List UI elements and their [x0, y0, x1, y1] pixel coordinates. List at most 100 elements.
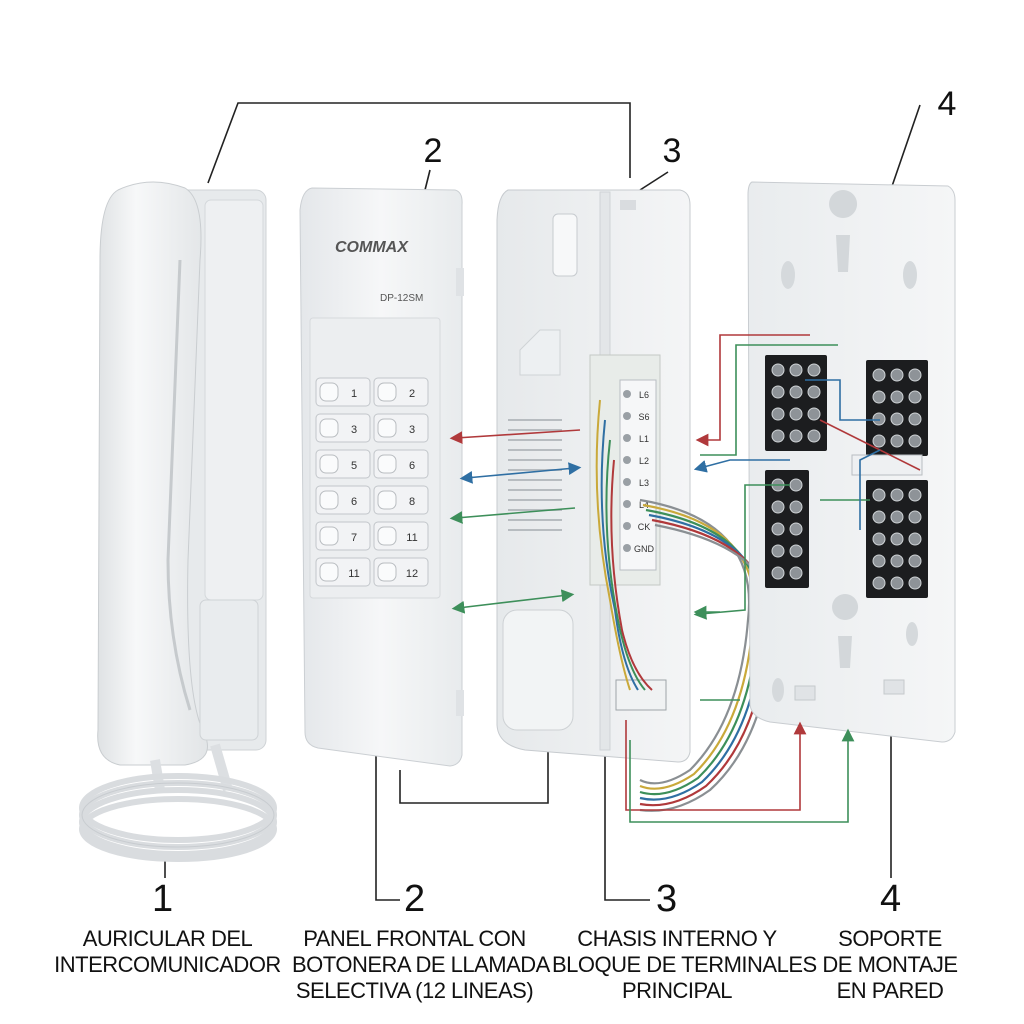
- chassis-hook-slot: [552, 213, 578, 277]
- call-key-label: 2: [409, 388, 415, 400]
- part-number-3: 3: [656, 878, 678, 920]
- call-key-label: 11: [406, 532, 417, 544]
- mount-tab: [883, 679, 905, 695]
- caption-wall-mount: SOPORTE DE MONTAJE EN PARED: [815, 926, 965, 1004]
- chassis-lower-recess: [502, 609, 574, 731]
- call-key-1[interactable]: 1: [315, 377, 371, 407]
- wall-mount: [747, 181, 956, 743]
- terminal-label: L1: [639, 434, 649, 444]
- callout-number-chassis: 3: [663, 132, 682, 170]
- caption-line: BOTONERA DE LLAMADA: [292, 952, 550, 977]
- caption-handset: AURICULAR DEL INTERCOMUNICADOR: [50, 926, 285, 978]
- call-key-5[interactable]: 5: [315, 449, 371, 479]
- call-key-6[interactable]: 6: [315, 485, 371, 515]
- terminal-label: L3: [639, 478, 649, 488]
- terminal-screw: [623, 544, 631, 552]
- panel-side-clip-bottom: [456, 690, 464, 716]
- mount-keyhole-bottom: [832, 594, 859, 668]
- brand-logo: COMMAX: [335, 239, 409, 256]
- screw-terminal-block: [866, 480, 928, 598]
- call-key-3[interactable]: 3: [315, 413, 371, 443]
- caption-line: INTERCOMUNICADOR: [54, 952, 281, 977]
- call-key-label: 5: [351, 460, 357, 472]
- call-key-2[interactable]: 2: [373, 377, 429, 407]
- call-key-label: 12: [406, 568, 418, 580]
- call-key-label: 3: [351, 424, 357, 436]
- caption-line: PRINCIPAL: [621, 978, 733, 1003]
- mount-hole: [781, 261, 795, 289]
- screw-terminal-block: [765, 355, 827, 451]
- terminal-screw: [623, 390, 631, 398]
- leader-line-panel-top: [424, 169, 431, 191]
- caption-line: CHASIS INTERNO Y: [577, 926, 777, 951]
- handset-body: [97, 181, 208, 766]
- model-label: DP-12SM: [380, 293, 423, 304]
- caption-line: DE MONTAJE: [822, 952, 958, 977]
- mount-hole: [903, 261, 917, 289]
- chassis-hook-tab: [519, 329, 561, 376]
- handset-grip-groove: [166, 259, 192, 711]
- mount-hole: [772, 678, 784, 702]
- handset: [79, 181, 277, 862]
- callout-number-panel: 2: [424, 132, 443, 170]
- screw-terminal-block: [866, 360, 928, 456]
- terminal-label: CK: [638, 522, 651, 532]
- speaker-grille: [508, 419, 562, 531]
- terminal-block: [619, 379, 657, 571]
- callout-number-mount: 4: [938, 85, 957, 123]
- part-number-2: 2: [404, 878, 426, 920]
- terminal-label: GND: [634, 544, 655, 554]
- handset-cradle-face: [204, 199, 264, 601]
- mount-tab: [794, 685, 816, 701]
- terminal-screw: [623, 434, 631, 442]
- mount-keyhole-top: [829, 190, 858, 272]
- caption-line: SOPORTE: [838, 926, 942, 951]
- caption-line: BLOQUE DE TERMINALES: [552, 952, 817, 977]
- terminal-screw: [623, 500, 631, 508]
- call-key-label: 11: [348, 568, 359, 580]
- terminal-label: L2: [639, 456, 649, 466]
- leader-line-chassis-top: [639, 171, 669, 191]
- caption-line: PANEL FRONTAL CON: [303, 926, 526, 951]
- leader-line-handset-top: [207, 102, 631, 184]
- caption-line: AURICULAR DEL: [82, 926, 253, 951]
- terminal-label: S6: [638, 412, 649, 422]
- screw-terminal-block: [765, 470, 809, 588]
- part-number-4: 4: [880, 878, 902, 920]
- ribbon-cable: [639, 498, 776, 812]
- terminal-label: L6: [639, 390, 649, 400]
- mount-hole: [906, 622, 918, 646]
- terminal-blocks: [765, 355, 928, 598]
- part-number-1: 1: [152, 878, 174, 920]
- terminal-screw: [623, 522, 631, 530]
- chassis-clip: [620, 200, 636, 210]
- terminal-screw: [623, 478, 631, 486]
- caption-chassis: CHASIS INTERNO Y BLOQUE DE TERMINALES PR…: [552, 926, 817, 1004]
- call-key-label: 6: [409, 460, 415, 472]
- terminal-screw: [623, 412, 631, 420]
- caption-front-panel: PANEL FRONTAL CON BOTONERA DE LLAMADA SE…: [292, 926, 550, 1004]
- call-key-label: 3: [409, 424, 415, 436]
- call-key-7[interactable]: 7: [315, 521, 371, 551]
- call-key-12[interactable]: 12: [373, 557, 429, 587]
- call-key-6[interactable]: 6: [373, 449, 429, 479]
- terminal-screw: [623, 456, 631, 464]
- connection-arrows: [449, 334, 921, 823]
- call-key-label: 1: [351, 388, 357, 400]
- handset-hook: [199, 599, 259, 741]
- call-key-3[interactable]: 3: [373, 413, 429, 443]
- call-key-11[interactable]: 11: [315, 557, 371, 587]
- call-key-11[interactable]: 11: [373, 521, 429, 551]
- internal-wires: [595, 399, 653, 691]
- caption-line: EN PARED: [836, 978, 944, 1003]
- call-key-label: 8: [409, 496, 415, 508]
- call-key-label: 7: [351, 532, 357, 544]
- call-key-label: 6: [351, 496, 357, 508]
- leader-line-2: [375, 745, 400, 901]
- call-key-8[interactable]: 8: [373, 485, 429, 515]
